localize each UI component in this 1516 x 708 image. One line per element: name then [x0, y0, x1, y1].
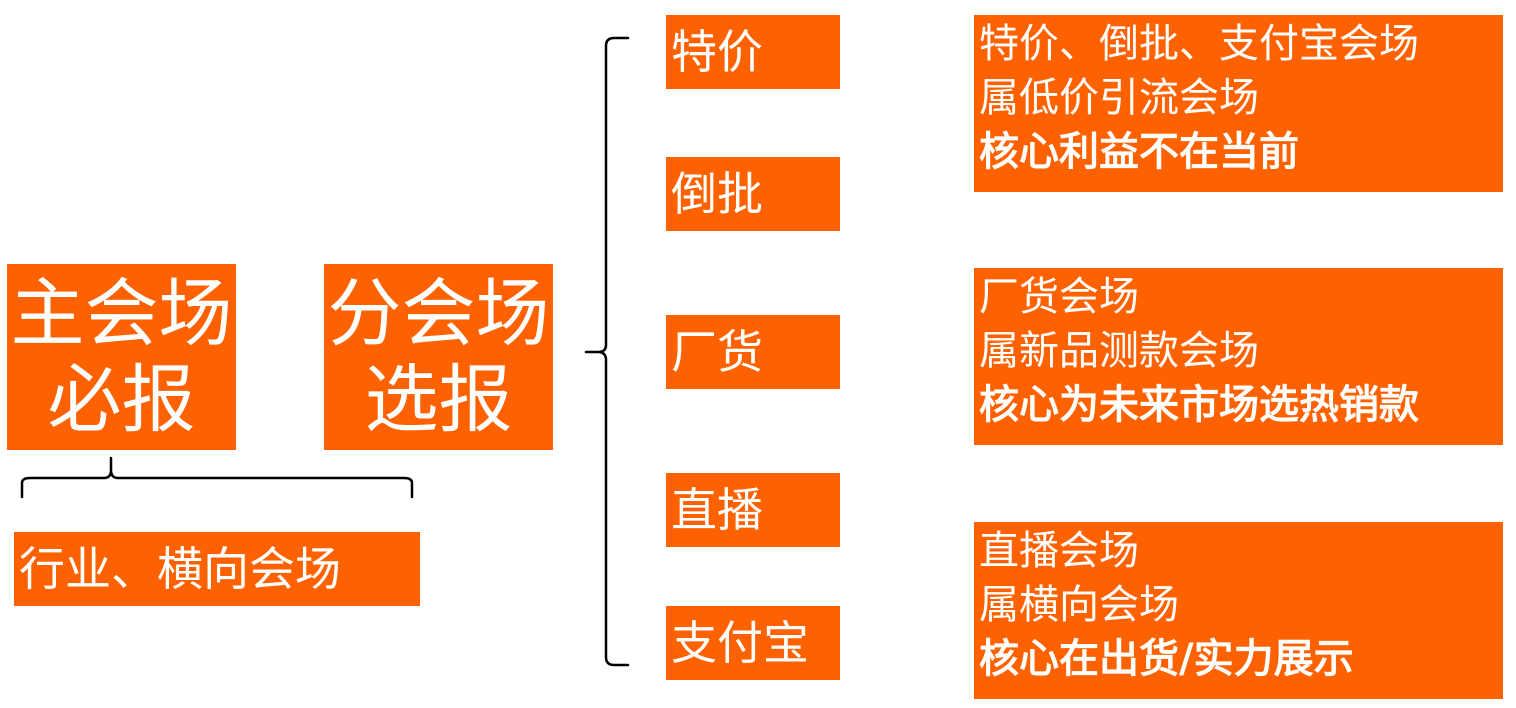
description-highlight: 核心为未来市场选热销款 [979, 382, 1419, 428]
description-box-factory: 厂货会场 属新品测款会场 核心为未来市场选热销款 [974, 268, 1503, 445]
category-label: 直播 [671, 483, 763, 537]
industry-venue-label: 行业、横向会场 [19, 542, 341, 596]
description-highlight: 核心在出货/实力展示 [979, 636, 1354, 682]
main-venue-line2: 必报 [47, 357, 196, 443]
category-box-zhifubao: 支付宝 [666, 606, 840, 680]
category-box-tejia: 特价 [666, 15, 840, 89]
description-line: 属低价引流会场 [979, 75, 1259, 121]
main-venue-box: 主会场 必报 [7, 264, 236, 450]
category-box-zhibo: 直播 [666, 473, 840, 547]
description-box-lowprice: 特价、倒批、支付宝会场 属低价引流会场 核心利益不在当前 [974, 15, 1503, 192]
category-box-daopi: 倒批 [666, 157, 840, 231]
description-highlight: 核心利益不在当前 [979, 129, 1299, 175]
description-line: 直播会场 [979, 528, 1139, 574]
category-label: 支付宝 [671, 616, 809, 670]
horizontal-brace [20, 456, 414, 499]
category-label: 倒批 [671, 167, 763, 221]
sub-venue-box: 分会场 选报 [324, 264, 553, 450]
description-line: 特价、倒批、支付宝会场 [979, 21, 1419, 67]
category-label: 厂货 [671, 325, 763, 379]
description-line: 属横向会场 [979, 582, 1179, 628]
category-label: 特价 [671, 25, 763, 79]
vertical-brace [584, 36, 630, 667]
description-line: 厂货会场 [979, 274, 1139, 320]
sub-venue-line1: 分会场 [327, 271, 550, 357]
description-line: 属新品测款会场 [979, 328, 1259, 374]
sub-venue-line2: 选报 [364, 357, 513, 443]
category-box-changhuo: 厂货 [666, 315, 840, 389]
description-box-live: 直播会场 属横向会场 核心在出货/实力展示 [974, 522, 1503, 699]
main-venue-line1: 主会场 [10, 271, 233, 357]
industry-venue-box: 行业、横向会场 [14, 532, 420, 606]
